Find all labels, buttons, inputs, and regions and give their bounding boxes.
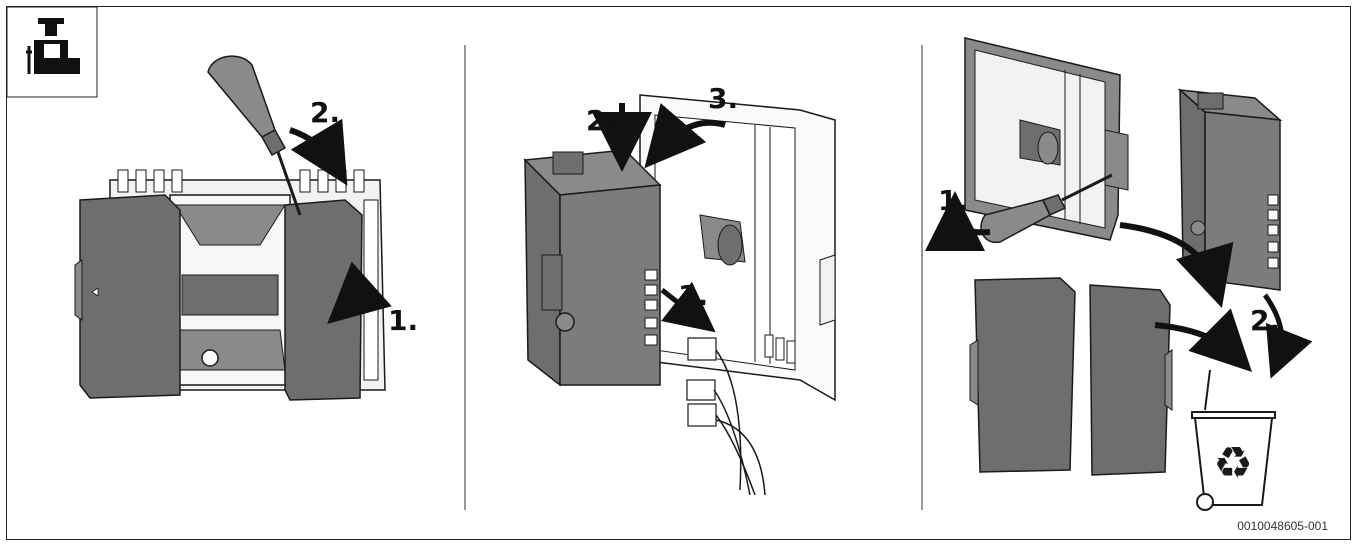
document-code: 0010048605-001 — [1237, 519, 1328, 533]
panel-3-step-1: 1. — [938, 184, 968, 217]
panel-3-illustration: ♻ 1. 2. — [925, 37, 1313, 511]
panel-1-illustration: 2. 1. — [74, 55, 418, 401]
panel-2-step-3: 3. — [708, 82, 738, 115]
panel-2-step-1: 1. — [678, 279, 708, 312]
panel-1-step-2: 2. — [310, 96, 340, 129]
recycle-bin-icon: ♻ — [1191, 369, 1276, 511]
panel-1-step-1: 1. — [388, 304, 418, 337]
installer-icon — [6, 6, 98, 98]
svg-text:♻: ♻ — [1213, 438, 1252, 489]
panel-2-step-2: 2. — [586, 104, 616, 137]
panel-3-step-2: 2. — [1250, 304, 1280, 337]
panel-2-illustration: 3. 2. 1. — [523, 82, 836, 496]
